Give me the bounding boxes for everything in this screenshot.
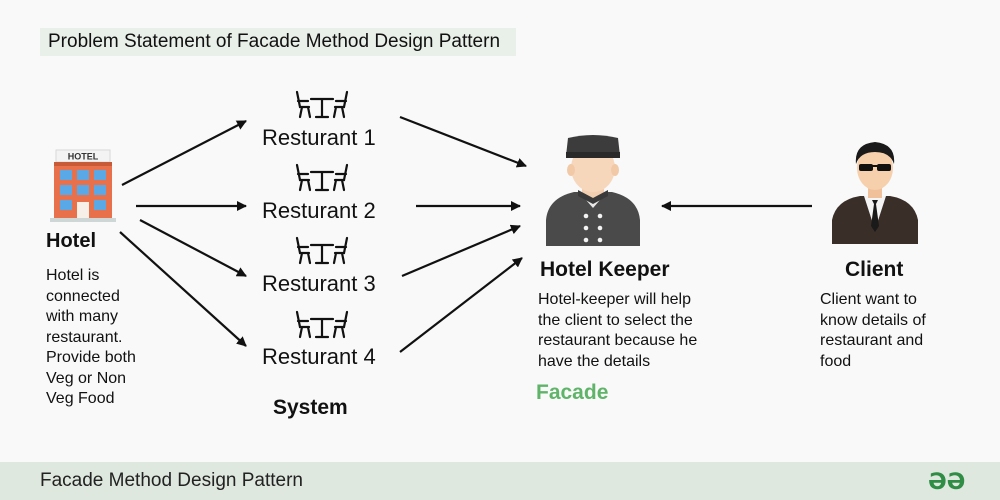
keeper-desc-line: Hotel-keeper will help [538, 291, 691, 308]
footer-title: Facade Method Design Pattern [40, 470, 303, 491]
resturant-1-label: Resturant 1 [262, 125, 376, 150]
restaurant-table-icon [295, 163, 349, 192]
restaurant-table-icon [295, 236, 349, 265]
client-desc-line: Client want to [820, 291, 917, 308]
arrow-hotel-to-resturant-4 [119, 231, 247, 347]
hotel-description: Hotel is connected with many restaurant.… [46, 266, 136, 410]
system-label: System [273, 396, 348, 419]
arrow-hotel-to-resturant-3 [139, 219, 247, 277]
hotel-desc-line: with many [46, 308, 119, 325]
hotel-keeper-icon [546, 135, 640, 246]
hotel-desc-line: restaurant. [46, 328, 123, 346]
hotel-keeper-description: Hotel-keeper will help the client to sel… [538, 290, 697, 372]
client-description: Client want to know details of restauran… [820, 290, 926, 372]
facade-label: Facade [536, 381, 609, 404]
arrow-resturant-4-to-keeper [399, 257, 523, 353]
arrow-resturant-1-to-keeper [399, 115, 527, 168]
hotel-building-icon: HOTEL [50, 149, 116, 222]
keeper-desc-line: the client to select the [538, 311, 693, 329]
brand-logo: ƏƏ [928, 470, 966, 495]
resturant-2-label: Resturant 2 [262, 198, 376, 223]
hotel-sign-text: HOTEL [68, 152, 99, 162]
hotel-label: Hotel [46, 230, 96, 252]
restaurant-table-icon [295, 310, 349, 339]
resturant-3-label: Resturant 3 [262, 271, 376, 296]
arrow-hotel-to-resturant-1 [121, 120, 247, 186]
client-desc-line: know details of [820, 311, 926, 329]
hotel-keeper-label: Hotel Keeper [540, 258, 670, 281]
keeper-desc-line: have the details [538, 352, 651, 370]
client-desc-line: restaurant and [820, 332, 924, 349]
resturant-4-label: Resturant 4 [262, 344, 376, 369]
client-icon [832, 142, 918, 244]
client-label: Client [845, 258, 904, 281]
restaurant-table-icon [295, 90, 349, 119]
hotel-desc-line: connected [46, 287, 120, 305]
client-desc-line: food [820, 352, 852, 370]
footer-bar [0, 462, 1000, 500]
hotel-desc-line: Veg Food [46, 390, 115, 407]
keeper-desc-line: restaurant because he [538, 332, 698, 349]
hotel-desc-line: Hotel is [46, 267, 100, 284]
diagram-title: Problem Statement of Facade Method Desig… [40, 28, 517, 56]
arrow-resturant-3-to-keeper [401, 224, 521, 278]
hotel-desc-line: Provide both [46, 349, 136, 366]
hotel-desc-line: Veg or Non [46, 369, 127, 387]
